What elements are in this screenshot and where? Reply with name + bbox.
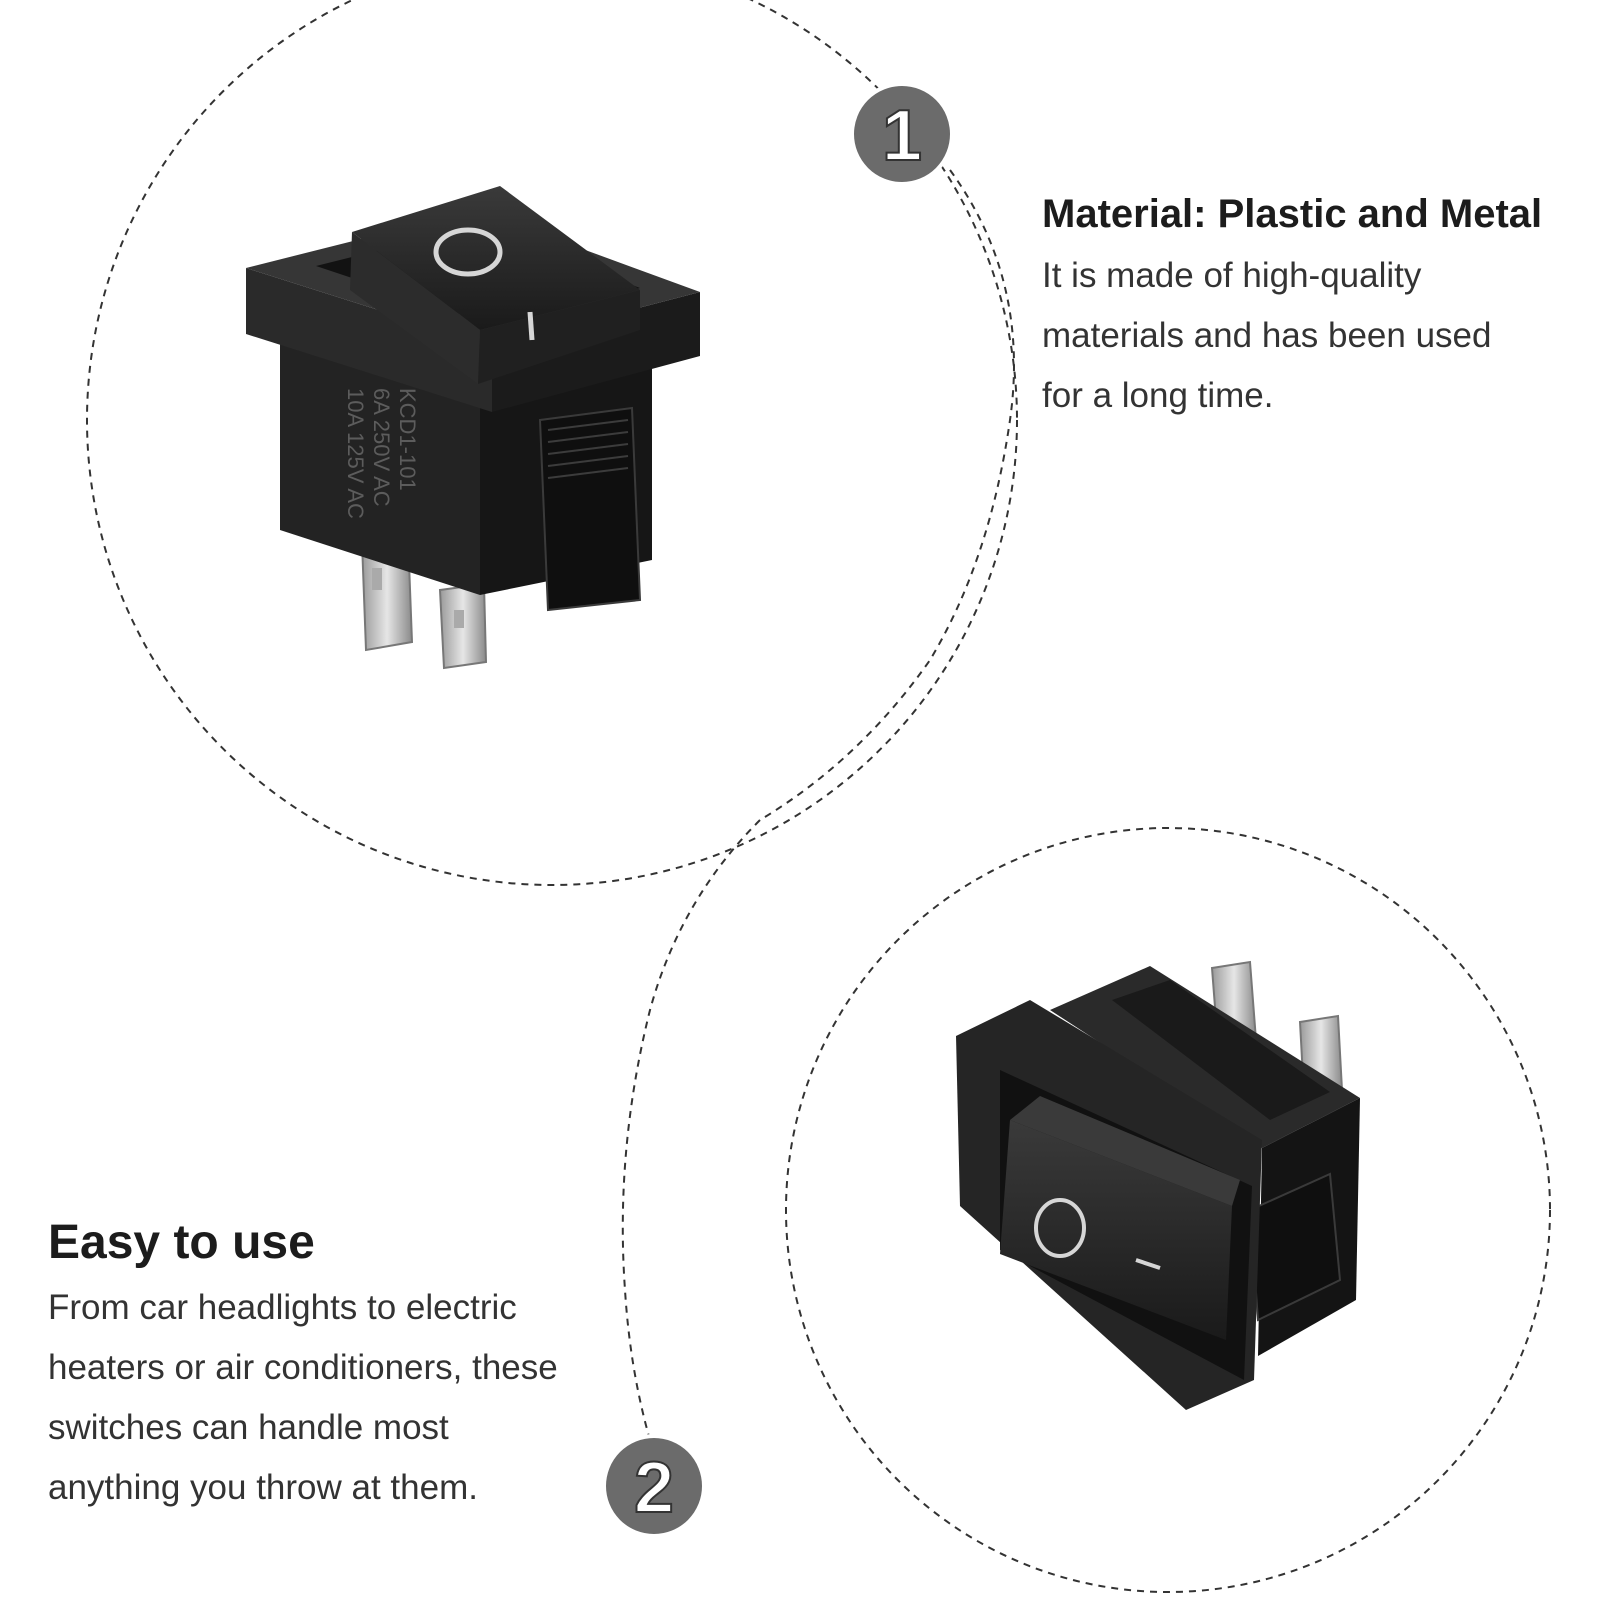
- feature-material-description: It is made of high-quality materials and…: [1042, 246, 1597, 426]
- description-line: It is made of high-quality: [1042, 256, 1422, 295]
- connector-line-1: [759, 169, 1015, 821]
- on-symbol-2: [1135, 1258, 1161, 1270]
- badge-1: 1: [850, 82, 954, 186]
- rocker-switch-front-view: KCD1-101 6A 250V AC 10A 125V AC: [246, 186, 700, 670]
- badge-1-number: 1: [882, 96, 922, 176]
- rocker-switch-angled-view: [956, 960, 1360, 1410]
- off-symbol-2: [1034, 1198, 1086, 1258]
- description-line: From car headlights to electric: [48, 1288, 517, 1327]
- rating-marking-1: 6A 250V AC: [369, 388, 394, 507]
- description-line: materials and has been used: [1042, 316, 1492, 355]
- feature-easy-title: Easy to use: [48, 1216, 315, 1269]
- feature-easy-to-use: Easy to use From car headlights to elect…: [48, 1208, 648, 1518]
- description-line: for a long time.: [1042, 376, 1274, 415]
- top-dashed-circle: [86, 0, 1018, 886]
- on-symbol: [527, 311, 535, 341]
- rating-marking-2: 10A 125V AC: [343, 388, 368, 519]
- model-marking: KCD1-101: [395, 388, 420, 491]
- feature-easy-description: From car headlights to electric heaters …: [48, 1278, 648, 1518]
- bottom-dashed-circle: [785, 827, 1551, 1593]
- feature-material: Material: Plastic and Metal It is made o…: [1042, 182, 1597, 426]
- off-symbol: [433, 227, 503, 277]
- connector-line-2: [621, 819, 761, 1441]
- description-line: switches can handle most: [48, 1408, 449, 1447]
- badge-2: 2: [602, 1434, 706, 1538]
- description-line: anything you throw at them.: [48, 1468, 478, 1507]
- badge-2-number: 2: [634, 1448, 674, 1528]
- description-line: heaters or air conditioners, these: [48, 1348, 558, 1387]
- feature-material-title: Material: Plastic and Metal: [1042, 192, 1543, 236]
